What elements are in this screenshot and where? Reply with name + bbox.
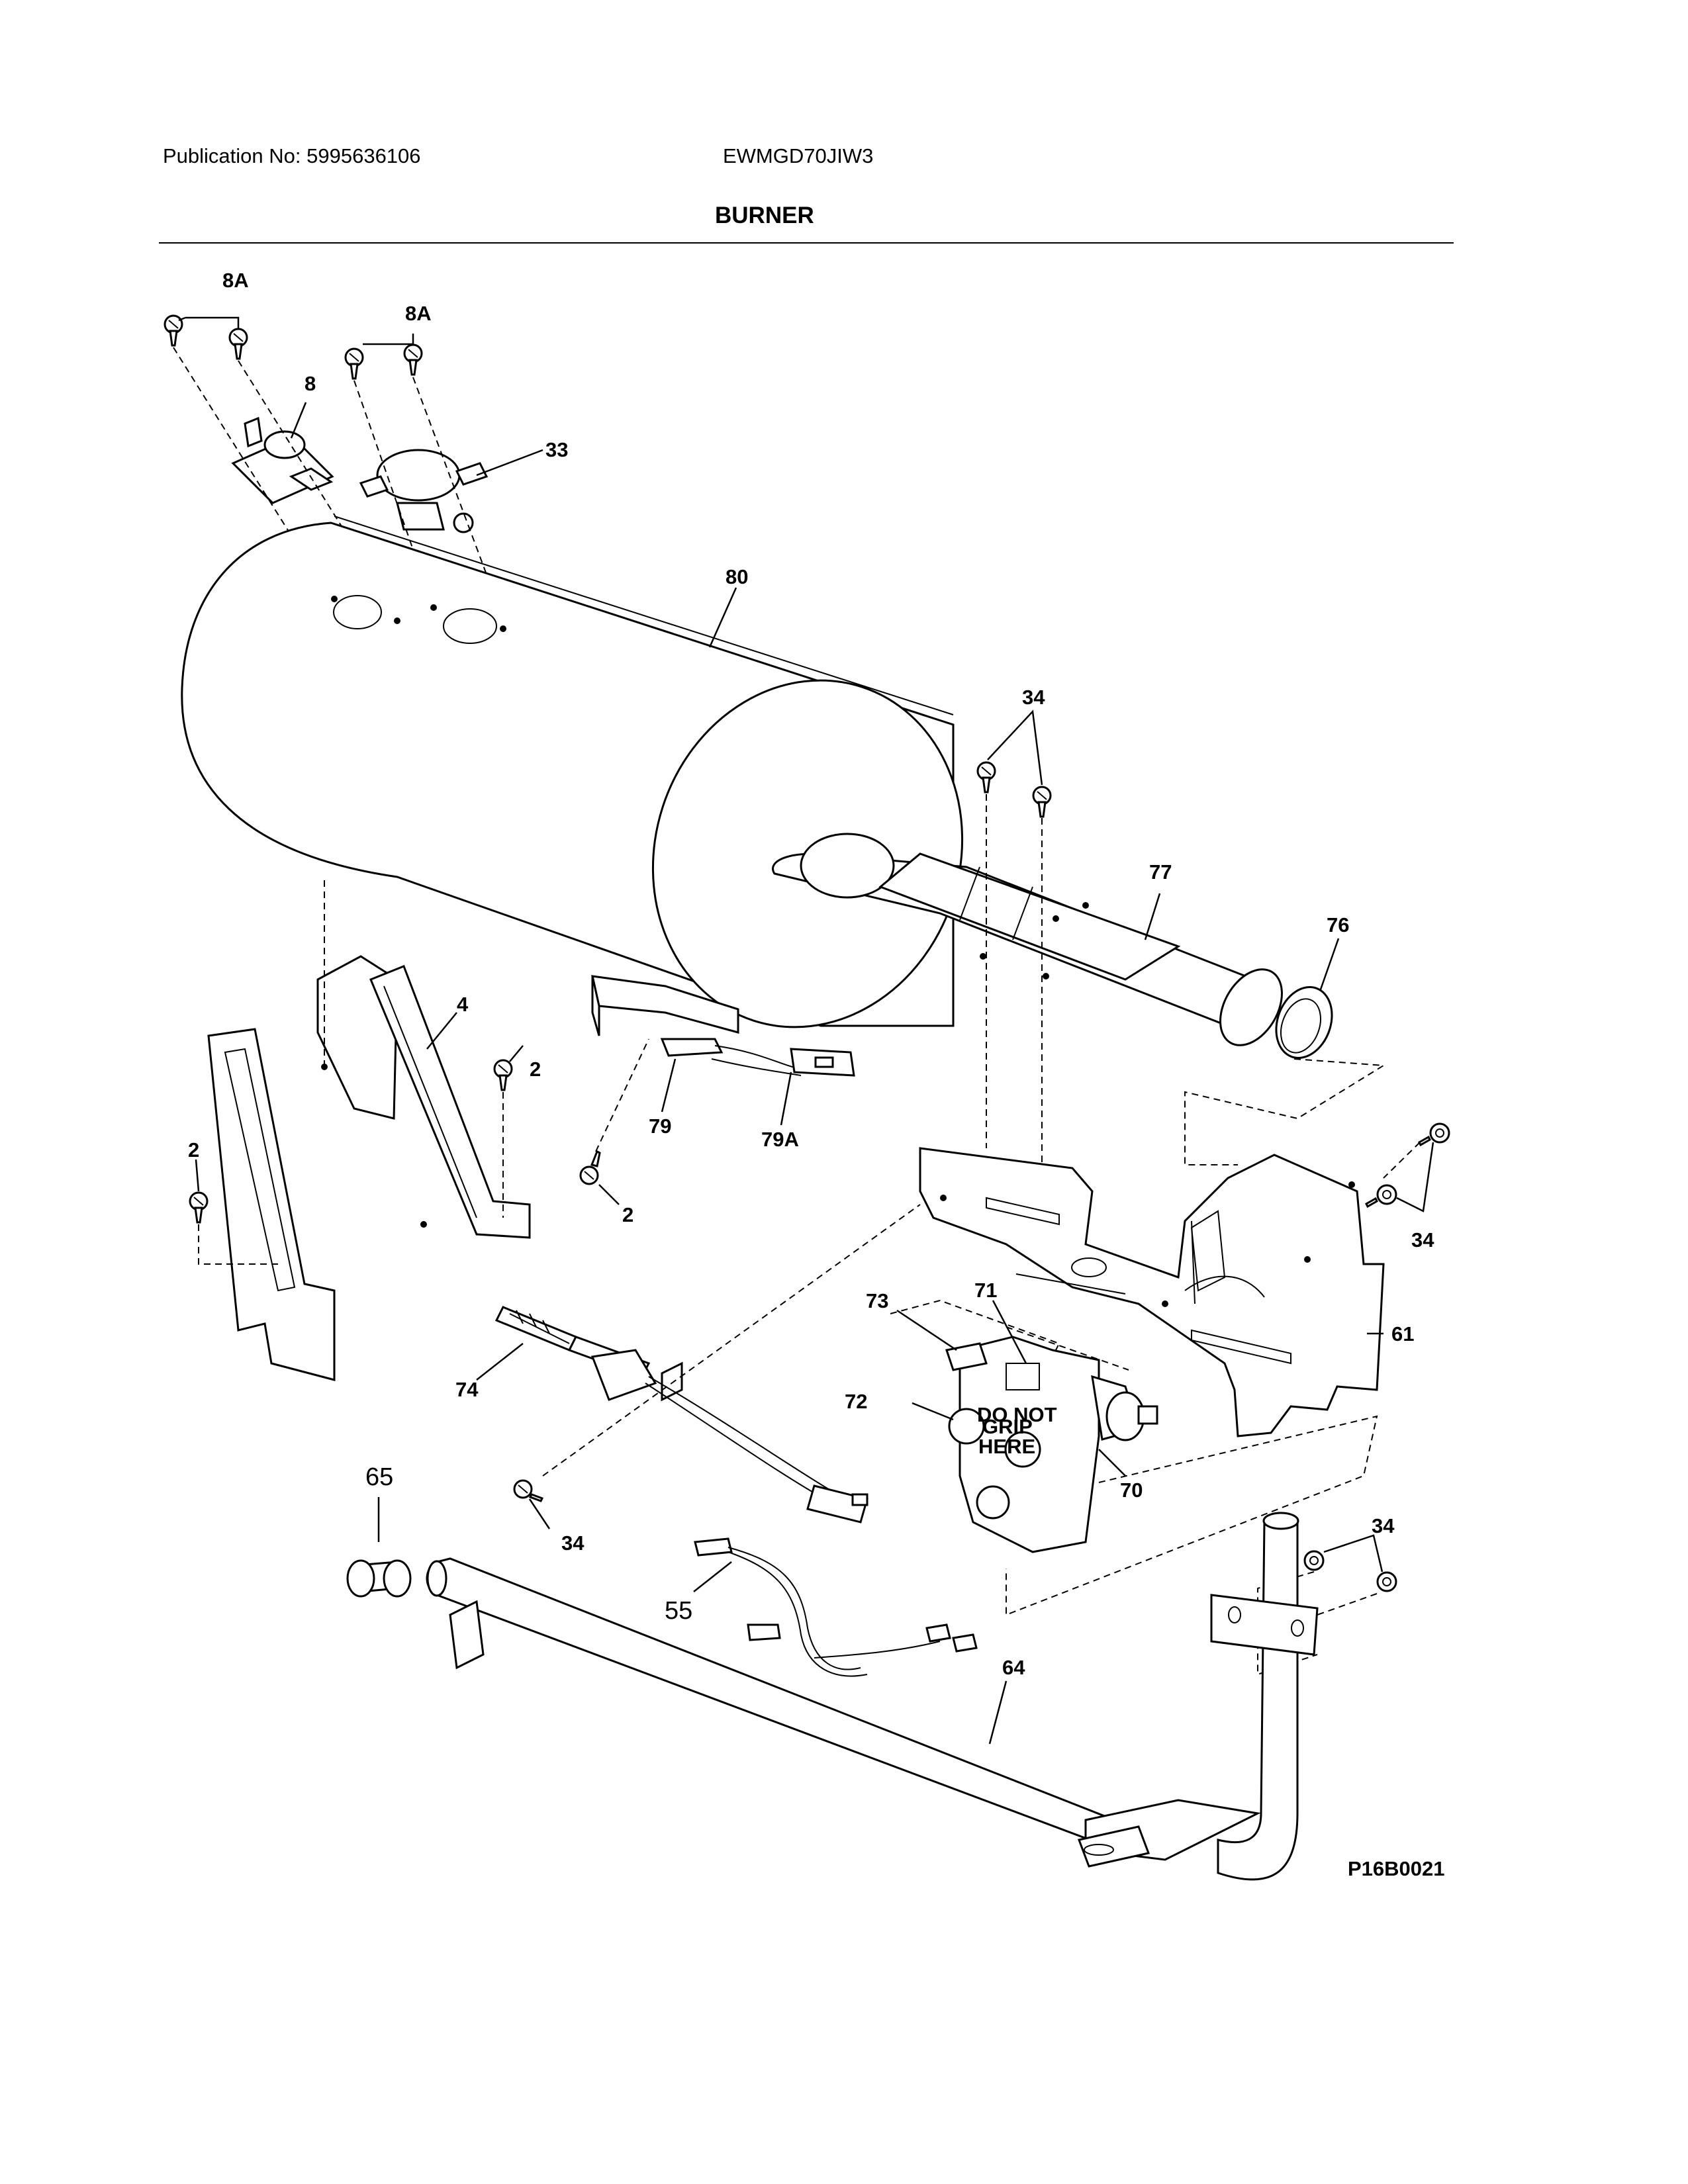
leader-76	[1319, 938, 1340, 990]
part-55-wire-harness	[694, 1537, 978, 1677]
part-76-orifice-ring	[1275, 986, 1333, 1059]
callout-8a-right: 8A	[405, 302, 432, 325]
leader-34-right	[1396, 1142, 1434, 1212]
callout-34-br: 34	[1372, 1514, 1395, 1537]
valve-text-line-3: HERE	[978, 1435, 1035, 1458]
screw-2-mid	[493, 1059, 513, 1091]
leader-80	[708, 587, 737, 648]
screw-34-br-2	[1376, 1571, 1397, 1592]
screw-8a-left-1	[164, 314, 183, 347]
part-64-gas-pipe	[426, 1512, 1319, 1881]
callout-65: 65	[365, 1463, 393, 1491]
screw-34-top-2	[1032, 786, 1052, 818]
leader-73	[896, 1309, 957, 1351]
leader-77	[1144, 893, 1161, 940]
callout-79a: 79A	[761, 1128, 799, 1151]
leader-33	[476, 449, 543, 477]
callout-34-low: 34	[561, 1531, 585, 1555]
leader-2-mid	[509, 1045, 524, 1062]
callout-55: 55	[665, 1597, 692, 1625]
section-title: BURNER	[715, 203, 814, 228]
part-33-high-limit	[359, 449, 489, 533]
leader-2-left	[195, 1159, 200, 1192]
part-61-burner-bracket	[919, 1147, 1385, 1437]
callout-8a-left: 8A	[222, 269, 249, 292]
leader-34-low	[528, 1498, 551, 1529]
screw-34-br-1	[1303, 1550, 1325, 1571]
callout-73: 73	[866, 1289, 888, 1312]
valve-text-line-2: GRIP	[982, 1415, 1033, 1438]
part-8-thermostat	[231, 416, 334, 504]
leader-2-low	[598, 1184, 620, 1205]
part-74-igniter	[494, 1306, 868, 1524]
leader-70	[1098, 1449, 1126, 1477]
callout-79: 79	[649, 1115, 671, 1138]
callout-8: 8	[305, 372, 316, 395]
part-79a-harness-plug	[790, 1048, 855, 1077]
leader-72	[912, 1402, 954, 1421]
screw-8a-right-2	[403, 343, 423, 376]
leader-79	[661, 1058, 677, 1113]
callout-2-left: 2	[188, 1138, 199, 1161]
part-79-igniter-plug	[591, 975, 802, 1076]
screw-8a-right-1	[344, 347, 364, 380]
screw-2-low	[579, 1150, 601, 1185]
callout-64: 64	[1002, 1656, 1025, 1679]
publication-number: Publication No: 5995636106	[163, 144, 421, 167]
model-number: EWMGD70JIW3	[723, 144, 874, 167]
callout-80: 80	[726, 565, 748, 588]
leader-79a	[780, 1071, 792, 1126]
leader-74	[476, 1343, 524, 1381]
leader-64	[988, 1680, 1008, 1745]
callout-77: 77	[1149, 860, 1172, 884]
valve-text-line-1: DO NOT	[977, 1403, 1057, 1426]
header-rule	[159, 242, 1454, 244]
figure-code: P16B0021	[1348, 1857, 1445, 1880]
callout-71: 71	[974, 1279, 997, 1302]
callout-74: 74	[455, 1378, 479, 1401]
leader-71	[992, 1300, 1027, 1364]
callout-33: 33	[545, 438, 568, 461]
callout-2-mid: 2	[530, 1058, 541, 1081]
part-77-burner-tube	[772, 833, 1283, 1046]
callout-34-right: 34	[1411, 1228, 1434, 1251]
leader-8	[290, 402, 307, 439]
callout-61: 61	[1391, 1322, 1414, 1345]
screw-34-right-2	[1365, 1184, 1397, 1208]
leader-4	[426, 1012, 457, 1050]
leader-34-top	[987, 709, 1043, 786]
screw-8a-left-2	[228, 328, 248, 360]
screw-34-right-1	[1418, 1122, 1450, 1147]
callout-4: 4	[457, 993, 469, 1016]
callout-70: 70	[1120, 1479, 1143, 1502]
screw-34-low	[513, 1479, 544, 1502]
callout-76: 76	[1327, 913, 1349, 936]
leader-8a-left	[185, 316, 240, 328]
screw-34-top-1	[976, 761, 996, 794]
callout-72: 72	[845, 1390, 867, 1413]
callout-34-top: 34	[1022, 686, 1045, 709]
leader-55	[693, 1561, 732, 1592]
part-70-gas-valve: DO NOT GRIP HERE	[945, 1336, 1158, 1553]
screw-2-left	[189, 1191, 209, 1224]
callout-2-low: 2	[622, 1203, 633, 1226]
leader-34-br	[1323, 1534, 1383, 1572]
part-4-support-bracket	[207, 955, 531, 1381]
part-65-grommet	[346, 1559, 412, 1598]
